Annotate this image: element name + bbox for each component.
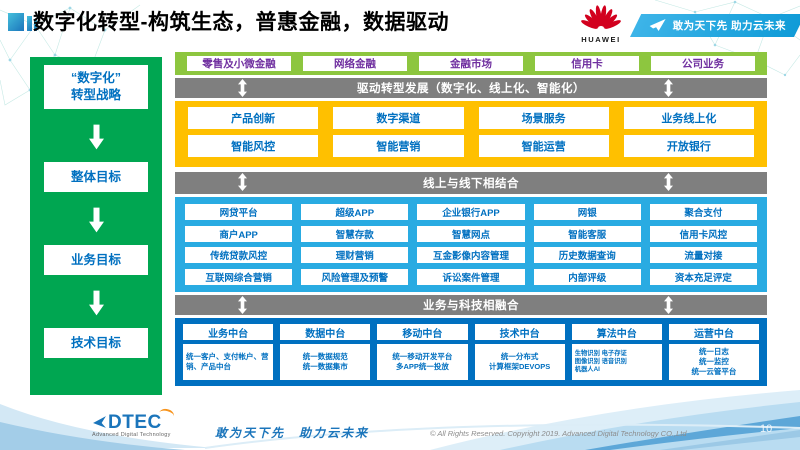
connector-label: 业务与科技相融合 (423, 300, 519, 312)
dtec-logo: DTEC Advanced Digital Technology (92, 407, 175, 438)
platform-detail: 统一分布式 计算框架DEVOPS (474, 344, 565, 380)
dtec-logo-icon (93, 416, 106, 428)
connector-bar: 驱动转型发展（数字化、线上化、智能化） (175, 78, 767, 98)
platform-detail: 统一数据规范 统一数据集市 (280, 344, 371, 380)
application-item: 超级APP (301, 204, 409, 220)
platform-column: 技术中台 统一分布式 计算框架DEVOPS (474, 324, 565, 380)
business-lines-band: 零售及小微金融 网络金融 金融市场 信用卡 公司业务 (175, 52, 767, 75)
platform-column: 业务中台 统一客户、支付帐户、营销、产品中台 (183, 324, 274, 380)
applications-section: 网贷平台 超级APP 企业银行APP 网银 聚合支付 商户APP 智慧存款 智慧… (175, 197, 767, 292)
platform-detail: 统一移动开发平台 多APP统一投放 (377, 344, 468, 380)
platform-title: 业务中台 (183, 324, 274, 340)
up-down-arrow-icon (238, 79, 247, 97)
up-down-arrow-icon (664, 173, 673, 191)
platform-column: 运营中台 统一日志 统一监控 统一云管平台 (668, 324, 760, 380)
application-item: 理财营销 (301, 247, 409, 264)
transformation-item: 业务线上化 (623, 107, 754, 129)
platform-title: 移动中台 (377, 324, 468, 340)
tagline-ribbon: 敢为天下先 助力云未来 (630, 14, 800, 37)
title-accent-icon (8, 13, 37, 31)
application-item: 历史数据查询 (533, 247, 641, 264)
connector-bar: 线上与线下相结合 (175, 172, 767, 194)
platforms-section: 业务中台 统一客户、支付帐户、营销、产品中台 数据中台 统一数据规范 统一数据集… (175, 318, 767, 386)
page-title: 数字化转型-构筑生态，普惠金融，数据驱动 (33, 11, 449, 34)
strategy-sidebar: “数字化” 转型战略 整体目标 业务目标 技术目标 (30, 57, 162, 395)
platform-title: 运营中台 (668, 324, 760, 340)
platform-title: 算法中台 (571, 324, 662, 340)
application-item: 聚合支付 (649, 204, 758, 220)
up-down-arrow-icon (664, 296, 673, 314)
application-item: 网银 (533, 204, 641, 220)
up-down-arrow-icon (664, 79, 673, 97)
application-item: 企业银行APP (417, 204, 525, 220)
platform-column: 算法中台 生物识别 电子存证 图像识别 语音识别 机器人AI (571, 324, 662, 380)
connector-label: 驱动转型发展（数字化、线上化、智能化） (357, 83, 585, 95)
huawei-flower-icon (581, 5, 621, 29)
dtec-wordmark: DTEC (108, 412, 162, 433)
application-item: 智慧存款 (301, 225, 409, 242)
application-item: 互联网综合营销 (185, 268, 293, 285)
application-item: 智慧网点 (417, 225, 525, 242)
strategy-step: 技术目标 (44, 328, 148, 358)
application-item: 商户APP (185, 225, 293, 242)
platform-column: 数据中台 统一数据规范 统一数据集市 (280, 324, 371, 380)
application-item: 流量对接 (649, 247, 758, 264)
up-down-arrow-icon (238, 296, 247, 314)
connector-label: 线上与线下相结合 (423, 178, 519, 190)
copyright-text: © All Rights Reserved. Copyright 2019. A… (430, 429, 687, 438)
down-arrow-icon (88, 290, 104, 316)
platform-detail: 统一客户、支付帐户、营销、产品中台 (183, 344, 274, 380)
business-line: 网络金融 (303, 56, 407, 71)
paper-plane-icon (649, 19, 666, 31)
transformation-item: 开放银行 (623, 135, 754, 157)
dtec-subtitle: Advanced Digital Technology (92, 432, 171, 438)
platform-title: 数据中台 (280, 324, 371, 340)
strategy-step: “数字化” 转型战略 (44, 65, 148, 109)
up-down-arrow-icon (238, 173, 247, 191)
platform-column: 移动中台 统一移动开发平台 多APP统一投放 (377, 324, 468, 380)
application-item: 诉讼案件管理 (417, 268, 525, 285)
transformation-item: 数字渠道 (333, 107, 464, 129)
tagline-text: 敢为天下先 助力云未来 (672, 20, 787, 32)
down-arrow-icon (88, 124, 104, 150)
transformation-item: 智能运营 (478, 135, 609, 157)
application-item: 智能客服 (533, 225, 641, 242)
business-line: 金融市场 (419, 56, 523, 71)
transformation-item: 场景服务 (478, 107, 609, 129)
platform-title: 技术中台 (474, 324, 565, 340)
transformation-section: 产品创新 数字渠道 场景服务 业务线上化 智能风控 智能营销 智能运营 开放银行 (175, 101, 767, 167)
huawei-logo: HUAWEI (570, 3, 632, 44)
transformation-item: 产品创新 (188, 107, 319, 129)
business-line: 公司业务 (651, 56, 755, 71)
application-item: 传统贷款风控 (185, 247, 293, 264)
application-item: 网贷平台 (185, 204, 293, 220)
footer-slogan: 敢为天下先 助力云未来 (215, 426, 370, 440)
business-line: 零售及小微金融 (187, 56, 291, 71)
application-item: 风险管理及预警 (301, 268, 409, 285)
transformation-item: 智能风控 (188, 135, 319, 157)
platform-detail: 统一日志 统一监控 统一云管平台 (668, 344, 760, 380)
huawei-wordmark: HUAWEI (581, 35, 621, 44)
strategy-step: 业务目标 (44, 245, 148, 275)
application-item: 互金影像内容管理 (417, 247, 525, 264)
platform-detail: 生物识别 电子存证 图像识别 语音识别 机器人AI (571, 344, 662, 380)
connector-bar: 业务与科技相融合 (175, 295, 767, 315)
strategy-step: 整体目标 (44, 162, 148, 192)
application-item: 内部评级 (533, 268, 641, 285)
application-item: 资本充足评定 (649, 268, 758, 285)
transformation-item: 智能营销 (333, 135, 464, 157)
business-line: 信用卡 (535, 56, 639, 71)
application-item: 信用卡风控 (649, 225, 758, 242)
page-number: 10 (760, 423, 773, 435)
down-arrow-icon (88, 207, 104, 233)
